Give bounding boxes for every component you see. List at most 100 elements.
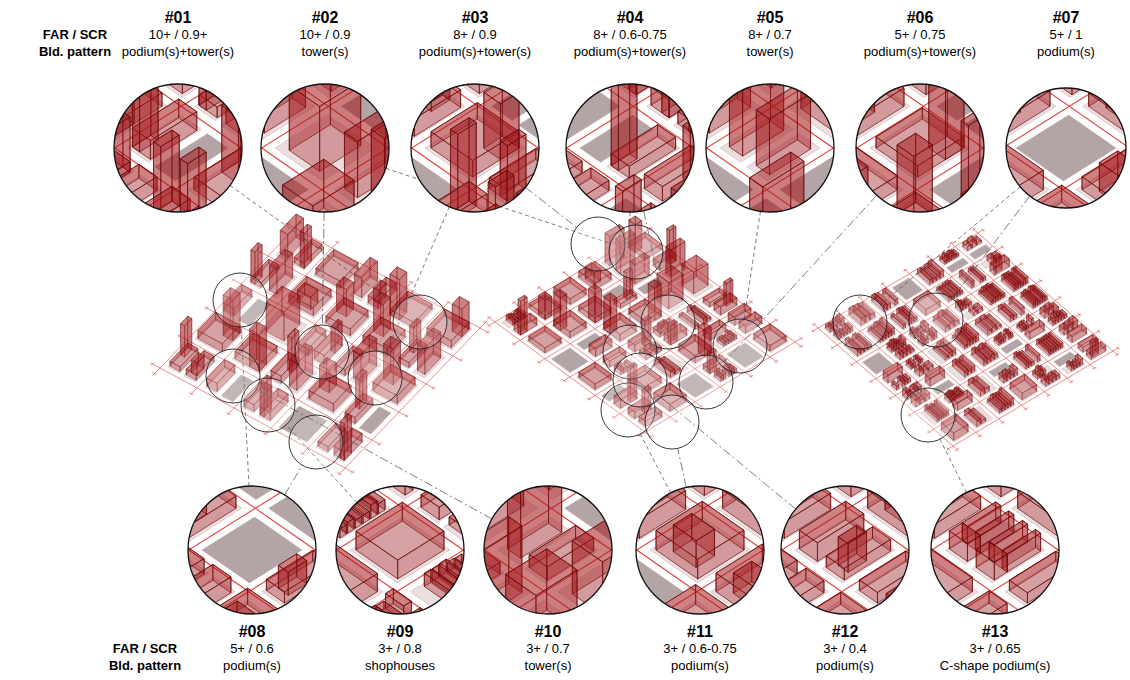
street-line xyxy=(487,317,491,319)
building-face xyxy=(1048,316,1055,322)
building-face xyxy=(452,297,469,310)
building-face xyxy=(724,278,733,284)
building-face xyxy=(1025,344,1040,356)
building-face xyxy=(326,297,368,329)
building-volume xyxy=(266,286,300,341)
street-line xyxy=(749,300,753,303)
parcel xyxy=(1062,359,1084,374)
building-face xyxy=(554,289,567,298)
building-face xyxy=(259,327,266,372)
building-volume xyxy=(1040,305,1049,318)
building-face xyxy=(300,224,311,234)
building-volume xyxy=(998,304,1013,322)
building-face xyxy=(698,322,711,331)
building-volume xyxy=(1048,316,1055,325)
building-face xyxy=(337,277,354,290)
building-face xyxy=(998,304,1013,316)
building-face xyxy=(895,348,903,354)
building-volume xyxy=(529,326,561,352)
building-face xyxy=(942,252,949,258)
building-volume xyxy=(826,323,834,333)
street-line xyxy=(487,324,491,327)
building-face xyxy=(629,216,642,225)
building-face xyxy=(554,277,586,299)
building-face xyxy=(714,293,737,308)
street-line xyxy=(1116,347,1119,350)
street-line xyxy=(831,346,834,349)
building-volume xyxy=(518,295,527,335)
street-line xyxy=(881,283,885,285)
building-volume xyxy=(963,240,972,251)
parcel xyxy=(1054,352,1076,367)
street-line xyxy=(1000,246,1003,249)
block-model xyxy=(812,228,1120,450)
street-line xyxy=(587,398,591,401)
building-face xyxy=(728,303,751,318)
building-face xyxy=(1002,273,1016,285)
street-line xyxy=(1097,330,1100,333)
street-line xyxy=(151,362,154,365)
street-line xyxy=(351,470,354,473)
street-line xyxy=(405,414,408,417)
building-face xyxy=(539,292,552,301)
building-face xyxy=(979,289,993,301)
building-face xyxy=(589,285,602,294)
street-line xyxy=(537,361,541,364)
street-line xyxy=(973,228,1119,355)
street-line xyxy=(538,287,703,408)
street-line xyxy=(378,442,381,445)
street-line xyxy=(1024,408,1028,410)
building-volume xyxy=(539,292,552,320)
building-face xyxy=(968,236,977,243)
street-line xyxy=(950,242,1096,369)
building-volume xyxy=(1002,273,1016,291)
parcels xyxy=(824,237,1107,441)
street-line xyxy=(152,372,156,374)
street-line xyxy=(1092,367,1096,369)
street-line xyxy=(850,363,853,366)
building-face xyxy=(614,289,637,304)
street-line xyxy=(904,269,1050,396)
street-line xyxy=(978,435,982,437)
building-volume xyxy=(1037,338,1051,355)
building-face xyxy=(1004,328,1011,334)
building-volume xyxy=(979,289,993,305)
building-face xyxy=(826,323,834,329)
building-face xyxy=(1025,319,1044,332)
building-volume xyxy=(1090,337,1098,357)
building-volume xyxy=(554,310,586,338)
building-volume xyxy=(589,285,602,323)
street-line xyxy=(831,246,1004,349)
block-model xyxy=(487,216,803,438)
building-volume xyxy=(887,342,894,352)
building-face xyxy=(191,353,204,363)
street-line xyxy=(537,287,541,289)
building-face xyxy=(1040,305,1049,312)
street-line xyxy=(799,345,803,347)
street-line xyxy=(869,280,1042,383)
building-face xyxy=(373,280,386,290)
building-face xyxy=(297,283,317,298)
building-face xyxy=(506,314,515,320)
building-face xyxy=(181,316,192,326)
street-line xyxy=(483,321,487,323)
building-volume xyxy=(972,346,987,365)
building-face xyxy=(994,257,997,273)
building-volume xyxy=(191,353,204,376)
street-line xyxy=(1078,313,1081,316)
building-face xyxy=(1067,324,1086,337)
building-volume xyxy=(940,256,947,265)
street-line xyxy=(812,323,816,325)
street-line xyxy=(812,329,815,332)
building-face xyxy=(269,266,276,295)
street-line xyxy=(226,412,230,414)
building-volume xyxy=(506,314,515,326)
building-volume xyxy=(297,283,317,310)
building-face xyxy=(1027,314,1034,320)
street-line xyxy=(889,397,892,400)
building-face xyxy=(657,265,683,282)
building-volume xyxy=(1025,319,1044,339)
street-line xyxy=(446,301,450,303)
street-line xyxy=(1069,381,1073,383)
